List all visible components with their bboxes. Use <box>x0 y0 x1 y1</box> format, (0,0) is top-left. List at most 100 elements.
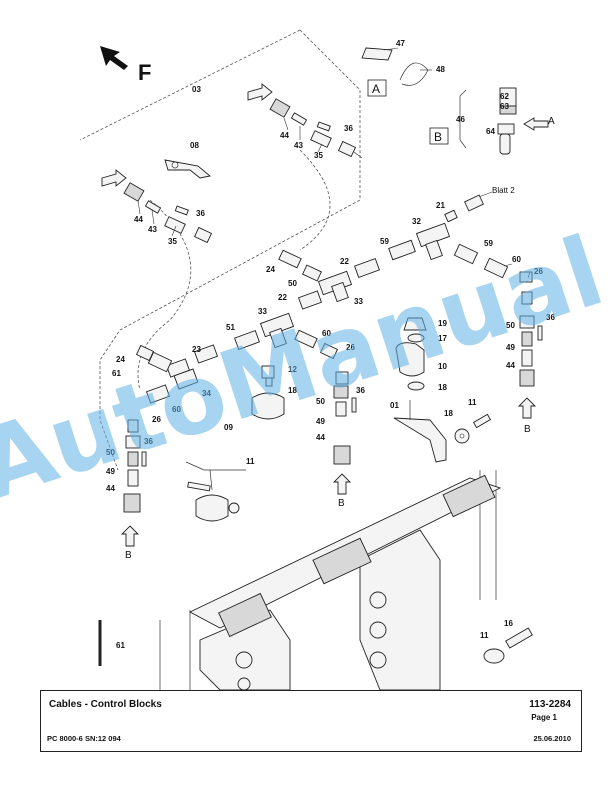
callout-14: 12 <box>288 365 297 374</box>
callout-32-left2: 36 <box>144 437 153 446</box>
pin-with-eye <box>505 627 533 649</box>
view-box-b-label: B <box>434 130 442 144</box>
cable-tie-icon <box>399 62 429 86</box>
callout-31-left: 43 <box>148 225 157 234</box>
callout-24-left: 24 <box>116 355 125 364</box>
plug-insert <box>497 123 515 135</box>
view-box-a <box>367 79 387 97</box>
callout-47-upper: 59 <box>380 237 389 246</box>
callout-45: 50 <box>288 279 297 288</box>
callout-30-left: 35 <box>168 237 177 246</box>
callout-48: 61 <box>112 369 121 378</box>
callout-35: 47 <box>396 39 405 48</box>
callout-43-center: 49 <box>316 417 325 426</box>
harness-left <box>120 344 219 547</box>
callout-25-right: 26 <box>534 267 543 276</box>
callout-33-center: 44 <box>316 433 325 442</box>
callout-21: 21 <box>436 201 445 210</box>
harness-middle <box>234 249 380 360</box>
callout-32-right: 36 <box>546 313 555 322</box>
bracket <box>459 89 467 149</box>
screw <box>472 413 492 429</box>
callout-28: 34 <box>202 389 211 398</box>
callout-43-right: 49 <box>506 343 515 352</box>
callout-31-upper: 43 <box>294 141 303 150</box>
callout-16-right: 18 <box>444 409 453 418</box>
view-box-a-label: A <box>372 82 380 96</box>
callout-44-center: 50 <box>316 397 325 406</box>
callout-44-left: 50 <box>106 448 115 457</box>
sheet-reference: Blatt 2 <box>492 186 515 195</box>
title-block: Cables - Control Blocks 113-2284 Page 1 … <box>40 690 582 752</box>
nut <box>228 502 240 514</box>
callout-15: 16 <box>504 619 513 628</box>
callout-24-upper: 24 <box>266 265 275 274</box>
direction-arrow-icon <box>100 46 128 70</box>
callout-01: 01 <box>390 401 399 410</box>
view-letter-b-center: B <box>338 498 345 509</box>
view-letter-b-right: B <box>524 424 531 435</box>
view-arrow-icon <box>101 169 127 187</box>
clamp-assembly <box>395 317 427 391</box>
callout-33-left: 44 <box>134 215 143 224</box>
callout-60: 63 <box>500 102 509 111</box>
connector-assembly-upper <box>247 83 363 159</box>
callout-17: 17 <box>438 334 447 343</box>
harness-center-drop <box>251 365 357 495</box>
view-arrow-icon <box>523 117 549 131</box>
callout-32-center: 36 <box>356 386 365 395</box>
callout-47-right: 59 <box>484 239 493 248</box>
callout-08: 08 <box>190 141 199 150</box>
page-number: Page 1 <box>531 713 557 722</box>
view-arrow-icon <box>332 473 352 495</box>
callout-49: 60 <box>172 405 181 414</box>
callout-25-center: 26 <box>346 343 355 352</box>
machine-model: PC 8000-6 SN:12 094 <box>47 734 121 743</box>
callout-27-center: 33 <box>258 307 267 316</box>
leader-lines <box>137 47 531 279</box>
callout-18: 18 <box>438 383 447 392</box>
callout-33-right: 44 <box>506 361 515 370</box>
control-block-frame <box>159 470 502 690</box>
callout-30-upper: 35 <box>314 151 323 160</box>
exploded-parts-diagram: F A B A Blatt 2 <box>0 29 612 690</box>
view-arrow-icon <box>120 525 140 547</box>
watermark-text: AutoManual <box>0 215 612 522</box>
callout-09: 09 <box>224 423 233 432</box>
callout-32-upper: 36 <box>344 124 353 133</box>
callout-12: 11 <box>480 631 489 640</box>
callout-16-center: 18 <box>288 386 297 395</box>
callout-36: 48 <box>436 65 445 74</box>
clamp-body <box>195 494 229 522</box>
sleeve <box>483 648 505 664</box>
callout-46: 51 <box>226 323 235 332</box>
view-letter-a: A <box>548 116 555 127</box>
callout-numbers: 03 47 48 62 63 46 64 08 44 43 36 35 44 4… <box>106 39 555 650</box>
callout-11: 11 <box>246 457 255 466</box>
drawing-title: Cables - Control Blocks <box>49 699 162 710</box>
harness-right <box>388 194 543 419</box>
drawing-number: 113-2284 <box>529 699 571 710</box>
bracket-lead <box>185 461 246 491</box>
pin <box>187 481 211 492</box>
callout-23: 23 <box>192 345 201 354</box>
wire-path <box>137 199 192 391</box>
callout-44-right: 50 <box>506 321 515 330</box>
callout-25-left: 26 <box>152 415 161 424</box>
callout-26: 32 <box>412 217 421 226</box>
callout-33-left2: 44 <box>106 484 115 493</box>
view-letter-b-left: B <box>125 550 132 561</box>
view-letter-f: F <box>138 60 151 85</box>
callout-22-upper: 22 <box>340 257 349 266</box>
mounting-bracket <box>393 400 447 463</box>
drawing-date: 25.06.2010 <box>533 734 571 743</box>
callout-59: 62 <box>500 92 509 101</box>
wire-path <box>299 149 331 251</box>
callout-22-lower: 22 <box>278 293 287 302</box>
callout-61: 64 <box>486 127 495 136</box>
callout-51: 61 <box>116 641 125 650</box>
callout-43-left: 49 <box>106 467 115 476</box>
view-arrow-icon <box>517 397 537 419</box>
callout-50-right: 60 <box>512 255 521 264</box>
callout-50-center: 60 <box>322 329 331 338</box>
